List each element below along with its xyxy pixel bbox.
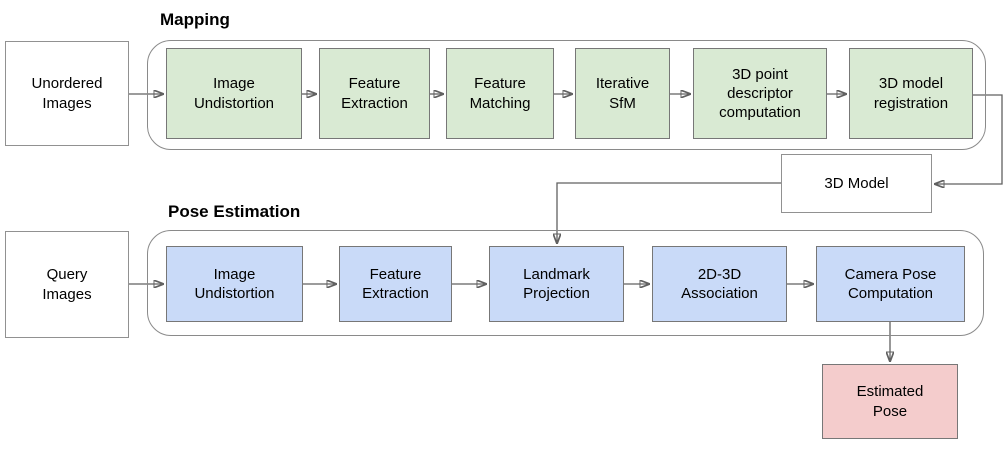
unordered-images-box: Unordered Images — [5, 41, 129, 146]
mapping-stage-image-undistortion: Image Undistortion — [166, 48, 302, 139]
mapping-title: Mapping — [160, 10, 230, 29]
mapping-stage-feature-extraction: Feature Extraction — [319, 48, 430, 139]
mapping-stage-3d-model-registration: 3D model registration — [849, 48, 973, 139]
pose-stage-feature-extraction: Feature Extraction — [339, 246, 452, 322]
mapping-stage-3d-point-descriptor-computation: 3D point descriptor computation — [693, 48, 827, 139]
pose-estimation-pipeline-container — [147, 230, 984, 336]
pose-stage-landmark-projection: Landmark Projection — [489, 246, 624, 322]
mapping-pipeline-container — [147, 40, 986, 150]
3d-model-box: 3D Model — [781, 154, 932, 213]
pose-stage-camera-pose-computation: Camera Pose Computation — [816, 246, 965, 322]
pose-stage-image-undistortion: Image Undistortion — [166, 246, 303, 322]
estimated-pose-box: Estimated Pose — [822, 364, 958, 439]
mapping-stage-feature-matching: Feature Matching — [446, 48, 554, 139]
query-images-box: Query Images — [5, 231, 129, 338]
pose-stage-2d-3d-association: 2D-3D Association — [652, 246, 787, 322]
pose-estimation-title: Pose Estimation — [168, 202, 301, 221]
mapping-stage-iterative-sfm: Iterative SfM — [575, 48, 670, 139]
